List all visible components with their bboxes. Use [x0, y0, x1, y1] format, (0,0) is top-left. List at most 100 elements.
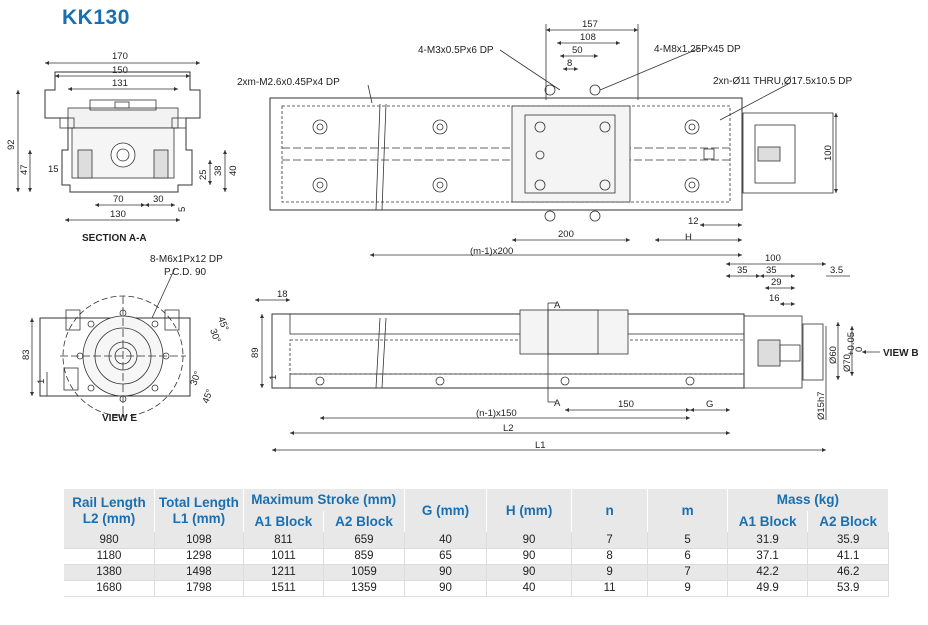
dim-l1: L1: [535, 440, 546, 451]
table-cell: 1011: [243, 548, 325, 565]
table-cell: 9: [571, 564, 649, 581]
header-m: m: [647, 489, 728, 532]
dim-89: 89: [250, 347, 261, 358]
table-cell: 1298: [154, 548, 244, 565]
dim-40: 40: [228, 165, 239, 176]
table-cell: 90: [486, 564, 572, 581]
dim-n-1-150: (n-1)x150: [476, 408, 517, 419]
angle-45-bottom: 45°: [200, 388, 215, 405]
table-cell: 11: [571, 580, 649, 597]
dim-38: 38: [213, 165, 224, 176]
dim-108: 108: [580, 32, 596, 43]
table-cell: 1359: [323, 580, 405, 597]
table-cell: 42.2: [727, 564, 809, 581]
dim-50: 50: [572, 45, 583, 56]
dim-m-1-200: (m-1)x200: [470, 246, 513, 257]
top-view: [269, 24, 838, 257]
top-view-holes: [312, 84, 715, 222]
dim-3-5: 3.5: [830, 265, 843, 276]
section-a-top: A: [554, 300, 561, 311]
view-e: [30, 267, 191, 417]
table-cell: 1511: [243, 580, 325, 597]
table-cell: 90: [486, 532, 572, 549]
table-cell: 41.1: [807, 548, 889, 565]
top-view-labels: 2xm-M2.6x0.45Px4 DP 4-M3x0.5Px6 DP 4-M8x…: [237, 19, 852, 257]
section-a-a-dims: 170 150 131 92 47 15 38 40 25 70 30 130 …: [6, 51, 239, 220]
dim-1-e: 1: [36, 379, 47, 384]
table-cell: 1380: [64, 564, 156, 581]
header-mass-a1: A1 Block: [727, 511, 809, 532]
table-cell: 7: [571, 532, 649, 549]
dim-100-side: 100: [765, 253, 781, 264]
dim-29: 29: [771, 277, 782, 288]
dim-70: 70: [113, 194, 124, 205]
table-cell: 1680: [64, 580, 156, 597]
angle-30-top: 30°: [207, 327, 222, 344]
table-cell: 980: [64, 532, 156, 549]
callout-m3: 4-M3x0.5Px6 DP: [418, 45, 494, 56]
table-cell: 1798: [154, 580, 244, 597]
callout-m6: 8-M6x1Px12 DP: [150, 254, 223, 265]
dim-92: 92: [6, 139, 17, 150]
table-cell: 859: [323, 548, 405, 565]
table-cell: 7: [647, 564, 728, 581]
angle-30-bottom: 30°: [188, 370, 203, 387]
dim-150: 150: [112, 65, 128, 76]
dim-phi60: Ø60: [828, 346, 839, 364]
dim-25: 25: [198, 169, 209, 180]
table-cell: 37.1: [727, 548, 809, 565]
header-mass: Mass (kg): [727, 489, 890, 511]
dim-phi70: Ø70: [842, 354, 853, 372]
view-e-caption: VIEW E: [102, 413, 137, 424]
side-view-labels: 18 89 1 A A 150 G (n-1)x150 L2 L1 100 35…: [250, 253, 919, 451]
header-g: G (mm): [404, 489, 488, 532]
section-a-a-view: [16, 61, 227, 222]
section-a-bottom: A: [554, 398, 561, 409]
section-caption: SECTION A-A: [82, 233, 147, 244]
table-cell: 5: [647, 532, 728, 549]
table-cell: 1059: [323, 564, 405, 581]
table-cell: 65: [404, 548, 488, 565]
callout-thru-hole: 2xn-Ø11 THRU,Ø17.5x10.5 DP: [713, 76, 852, 87]
dim-150-side: 150: [618, 399, 634, 410]
side-view: [255, 262, 880, 452]
table-cell: 31.9: [727, 532, 809, 549]
table-cell: 659: [323, 532, 405, 549]
table-cell: 40: [404, 532, 488, 549]
table-cell: 53.9: [807, 580, 889, 597]
dim-35-b: 35: [766, 265, 777, 276]
tol-upper: +0.05: [846, 332, 857, 356]
dim-16: 16: [769, 293, 780, 304]
view-b-label: VIEW B: [883, 348, 919, 359]
table-cell: 35.9: [807, 532, 889, 549]
callout-m8: 4-M8x1.25Px45 DP: [654, 44, 741, 55]
table-cell: 1098: [154, 532, 244, 549]
dim-200: 200: [558, 229, 574, 240]
table-cell: 40: [486, 580, 572, 597]
dim-131: 131: [112, 78, 128, 89]
dim-83: 83: [21, 349, 32, 360]
dim-g: G: [706, 399, 713, 410]
table-cell: 49.9: [727, 580, 809, 597]
table-cell: 90: [404, 580, 488, 597]
dim-5: 5: [177, 207, 188, 212]
dim-8: 8: [567, 58, 572, 69]
callout-pcd: P.C.D. 90: [164, 267, 206, 278]
dim-170: 170: [112, 51, 128, 62]
table-cell: 811: [243, 532, 325, 549]
dim-35-a: 35: [737, 265, 748, 276]
tol-lower: 0: [854, 347, 865, 352]
header-n: n: [571, 489, 649, 532]
table-cell: 1498: [154, 564, 244, 581]
table-cell: 9: [647, 580, 728, 597]
page-title: KK130: [62, 6, 130, 29]
table-cell: 46.2: [807, 564, 889, 581]
table-cell: 90: [486, 548, 572, 565]
